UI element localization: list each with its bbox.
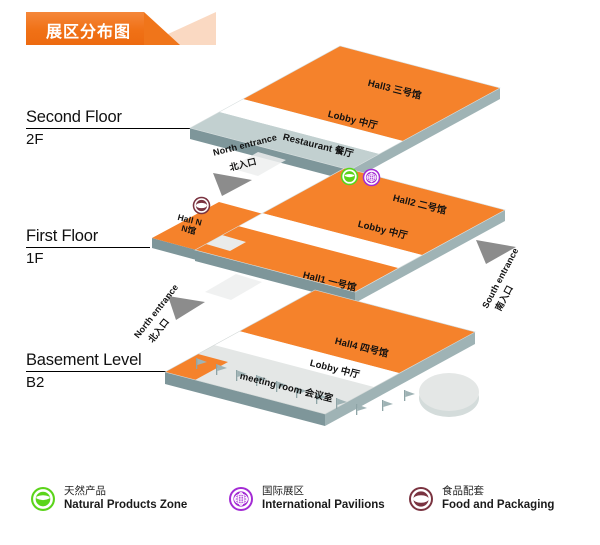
slab-2f-outline <box>189 45 501 171</box>
zone-hall4 <box>239 290 475 373</box>
banner-tail-orange <box>144 12 180 45</box>
slab-1f-outline <box>194 167 506 293</box>
zone-lobby-2f <box>219 99 403 154</box>
corridor-1f <box>206 235 246 251</box>
floor-1f-code: 1F <box>26 250 44 267</box>
legend-natural-en: Natural Products Zone <box>64 499 188 511</box>
floor-label-1f: First Floor 1F <box>26 227 176 267</box>
zone-hall2 <box>262 168 505 255</box>
north-entrance-2f-arrow <box>213 173 252 196</box>
globe-icon <box>228 486 254 512</box>
banner-bar <box>26 12 144 45</box>
slab-2f-side-right <box>350 88 500 181</box>
meeting-room-flags <box>196 358 415 415</box>
legend-international-en: International Pavilions <box>262 499 385 511</box>
ramp-2f-1f <box>230 152 286 176</box>
floor-2f-code: 2F <box>26 131 44 148</box>
slab-1f-side-right <box>355 210 505 303</box>
food-icon <box>192 196 211 215</box>
connector-ramps <box>205 152 286 300</box>
zone-restaurant <box>190 112 379 170</box>
floor-1f-rule <box>26 247 150 248</box>
food-icon <box>408 486 434 512</box>
floor-slab-2f <box>189 45 501 181</box>
page-title: 展区分布图 <box>46 24 132 41</box>
south-entrance-arrow <box>476 240 516 264</box>
legend-food-text: 食品配套 Food and Packaging <box>442 485 554 512</box>
leaf-icon <box>340 167 359 186</box>
title-banner: 展区分布图 <box>26 12 216 45</box>
legend-food-cn: 食品配套 <box>442 485 484 497</box>
floor-2f-name: Second Floor <box>26 108 122 126</box>
legend-item-food[interactable]: 食品配套 Food and Packaging <box>408 485 554 512</box>
ramp-1f-b2 <box>205 274 262 300</box>
slab-2f-side-left <box>190 128 350 181</box>
entrance-arrows <box>168 173 516 320</box>
badge-hall2-international[interactable] <box>362 168 381 187</box>
floor-1f-name: First Floor <box>26 227 99 245</box>
floor-label-b2: Basement Level B2 <box>26 351 176 391</box>
floor-label-2f: Second Floor 2F <box>26 108 191 148</box>
zone-hall-n <box>152 202 282 255</box>
isometric-floor-map: Hall3 三号馆 Lobby 中厅 Restaurant 餐厅 Hall2 二… <box>132 45 520 426</box>
floor-b2-name: Basement Level <box>26 351 142 369</box>
slab-b2-outline <box>164 289 476 415</box>
slab-b2-side-left <box>165 372 325 426</box>
legend-item-international[interactable]: 国际展区 International Pavilions <box>228 485 385 512</box>
legend-natural-cn: 天然产品 <box>64 485 106 497</box>
zone-hall1 <box>195 226 398 292</box>
floor-slab-b2 <box>164 289 479 426</box>
zone-lobby-b2 <box>214 331 399 387</box>
zone-hall3 <box>243 46 500 141</box>
floor-2f-rule <box>26 128 191 129</box>
legend: 天然产品 Natural Products Zone 国际展区 Internat… <box>0 480 600 530</box>
legend-item-natural[interactable]: 天然产品 Natural Products Zone <box>30 485 187 512</box>
legend-food-en: Food and Packaging <box>442 499 555 511</box>
leaf-icon <box>30 486 56 512</box>
slab-b2-bump-top <box>419 373 479 411</box>
legend-international-cn: 国际展区 <box>262 485 304 497</box>
badge-hall2-natural[interactable] <box>340 167 359 186</box>
zone-lobby-1f <box>238 213 422 268</box>
badge-halln-food[interactable] <box>192 196 211 215</box>
floor-b2-rule <box>26 371 176 372</box>
north-entrance-1f-arrow <box>168 296 205 320</box>
slab-b2-side-right <box>325 332 475 426</box>
floor-b2-code: B2 <box>26 374 45 391</box>
globe-icon <box>362 168 381 187</box>
legend-international-text: 国际展区 International Pavilions <box>262 485 385 512</box>
legend-natural-text: 天然产品 Natural Products Zone <box>64 485 187 512</box>
